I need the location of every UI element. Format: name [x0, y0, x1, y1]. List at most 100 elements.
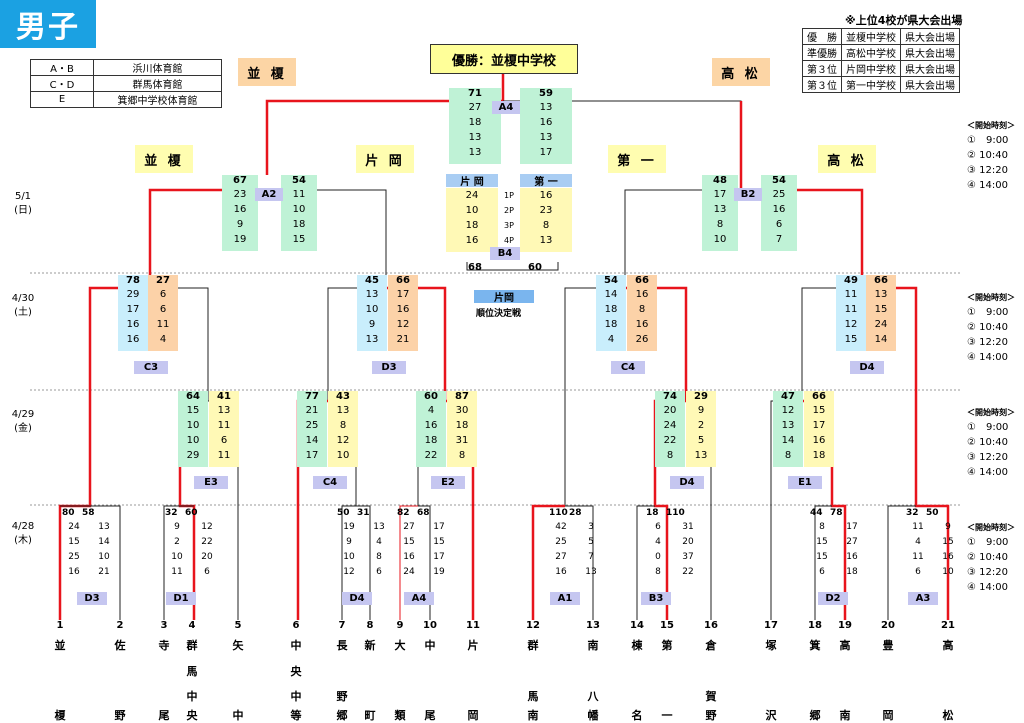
- results-row: 優 勝並榎中学校県大会出場: [802, 28, 960, 45]
- team-number: 11: [466, 620, 480, 631]
- match-badge: B4: [490, 247, 520, 260]
- score-total: 77: [305, 391, 319, 402]
- score-period: 18: [424, 435, 438, 446]
- first-score-right: 15: [433, 537, 445, 547]
- results-row: 第３位第一中学校県大会出場: [802, 76, 960, 93]
- first-score-right: 17: [433, 552, 445, 562]
- score-period: 11: [844, 304, 858, 315]
- score-period: 14: [305, 435, 319, 446]
- team-name-char: 馬: [186, 665, 198, 678]
- score-period: 30: [455, 405, 469, 416]
- results-table: 優 勝並榎中学校県大会出場準優勝高松中学校県大会出場第３位片岡中学校県大会出場第…: [802, 28, 960, 93]
- date-line: (木): [14, 535, 32, 546]
- match-badge: B3: [641, 592, 671, 605]
- score-period: 15: [292, 234, 306, 245]
- results-row: 準優勝高松中学校県大会出場: [802, 44, 960, 61]
- score-period: 16: [812, 435, 826, 446]
- first-score-right: 13: [98, 522, 110, 532]
- timetable-header: ＜開始時刻＞: [967, 121, 1015, 130]
- team-name-char: 岡: [467, 709, 479, 722]
- team-number: 1: [56, 620, 64, 631]
- first-score-left: 6: [819, 567, 825, 577]
- place-label: 片岡: [474, 290, 534, 304]
- first-score-left: 6: [655, 522, 661, 532]
- bracket-line: [163, 505, 194, 620]
- timetable-row: ③ 12:20: [967, 452, 1008, 463]
- score-period: 10: [186, 435, 200, 446]
- first-score-left: 0: [655, 552, 661, 562]
- team-name-char: 一: [661, 709, 673, 722]
- score-period: 13: [468, 147, 482, 158]
- score-period: 6: [159, 289, 167, 300]
- score-period: 12: [396, 319, 410, 330]
- score-period: 18: [465, 220, 479, 231]
- match-badge: D2: [818, 592, 848, 605]
- date-line: (日): [14, 205, 32, 216]
- match-badge: A4: [492, 101, 520, 114]
- bracket-line: [565, 505, 594, 620]
- score-period: 8: [638, 304, 646, 315]
- team-name-char: 央: [186, 709, 198, 722]
- team-name-char: 群: [527, 639, 539, 652]
- first-score-left: 15: [816, 552, 828, 562]
- first-total-right: 31: [357, 508, 370, 518]
- score-period: 16: [539, 190, 553, 201]
- score-period: 16: [539, 117, 553, 128]
- team-number: 2: [116, 620, 124, 631]
- score-period: 15: [874, 304, 888, 315]
- team-name-char: 中: [290, 690, 302, 703]
- first-score-right: 31: [682, 522, 694, 532]
- team-number: 16: [704, 620, 718, 631]
- team-name-char: 馬: [527, 690, 539, 703]
- venue-cell: E: [30, 91, 94, 108]
- match-badge: C4: [611, 361, 645, 374]
- first-score-right: 17: [433, 522, 445, 532]
- match-badge: D4: [850, 361, 884, 374]
- score-period: 15: [844, 334, 858, 345]
- score-total: 60: [424, 391, 438, 402]
- score-total: 71: [468, 88, 482, 99]
- first-score-right: 18: [846, 567, 858, 577]
- score-period: 18: [604, 304, 618, 315]
- score-period: 16: [126, 334, 140, 345]
- team-name-char: 岡: [882, 709, 894, 722]
- timetable-row: ③ 12:20: [967, 337, 1008, 348]
- bracket-line: [466, 262, 559, 271]
- match-badge: A4: [404, 592, 434, 605]
- timetable-row: ① 9:00: [967, 135, 1009, 146]
- first-total-right: 78: [830, 508, 843, 518]
- timetable-row: ④ 14:00: [967, 352, 1008, 363]
- score-period: 18: [292, 219, 306, 230]
- team-name-char: 尾: [158, 709, 170, 722]
- date-line: 4/29: [11, 409, 35, 420]
- first-score-right: 10: [942, 567, 954, 577]
- score-total: 48: [713, 175, 727, 186]
- timetable-row: ④ 14:00: [967, 582, 1008, 593]
- score-period: 18: [455, 420, 469, 431]
- score-total: 66: [874, 275, 888, 286]
- b4-left-head: 片 岡: [446, 174, 498, 188]
- first-score-left: 15: [68, 537, 80, 547]
- first-total-left: 44: [810, 508, 823, 518]
- score-period: 16: [635, 289, 649, 300]
- round-date: 4/28(木): [8, 520, 38, 548]
- score-total: 66: [635, 275, 649, 286]
- match-badge: D3: [77, 592, 107, 605]
- score-period: 13: [365, 334, 379, 345]
- score-period: 8: [666, 450, 674, 461]
- timetable-row: ③ 12:20: [967, 567, 1008, 578]
- first-score-left: 11: [171, 567, 183, 577]
- first-score-right: 15: [942, 537, 954, 547]
- results-cell: 優 勝: [802, 28, 842, 45]
- first-score-right: 22: [682, 567, 694, 577]
- team-name-char: 南: [527, 709, 539, 722]
- team-name-char: 箕: [809, 639, 821, 652]
